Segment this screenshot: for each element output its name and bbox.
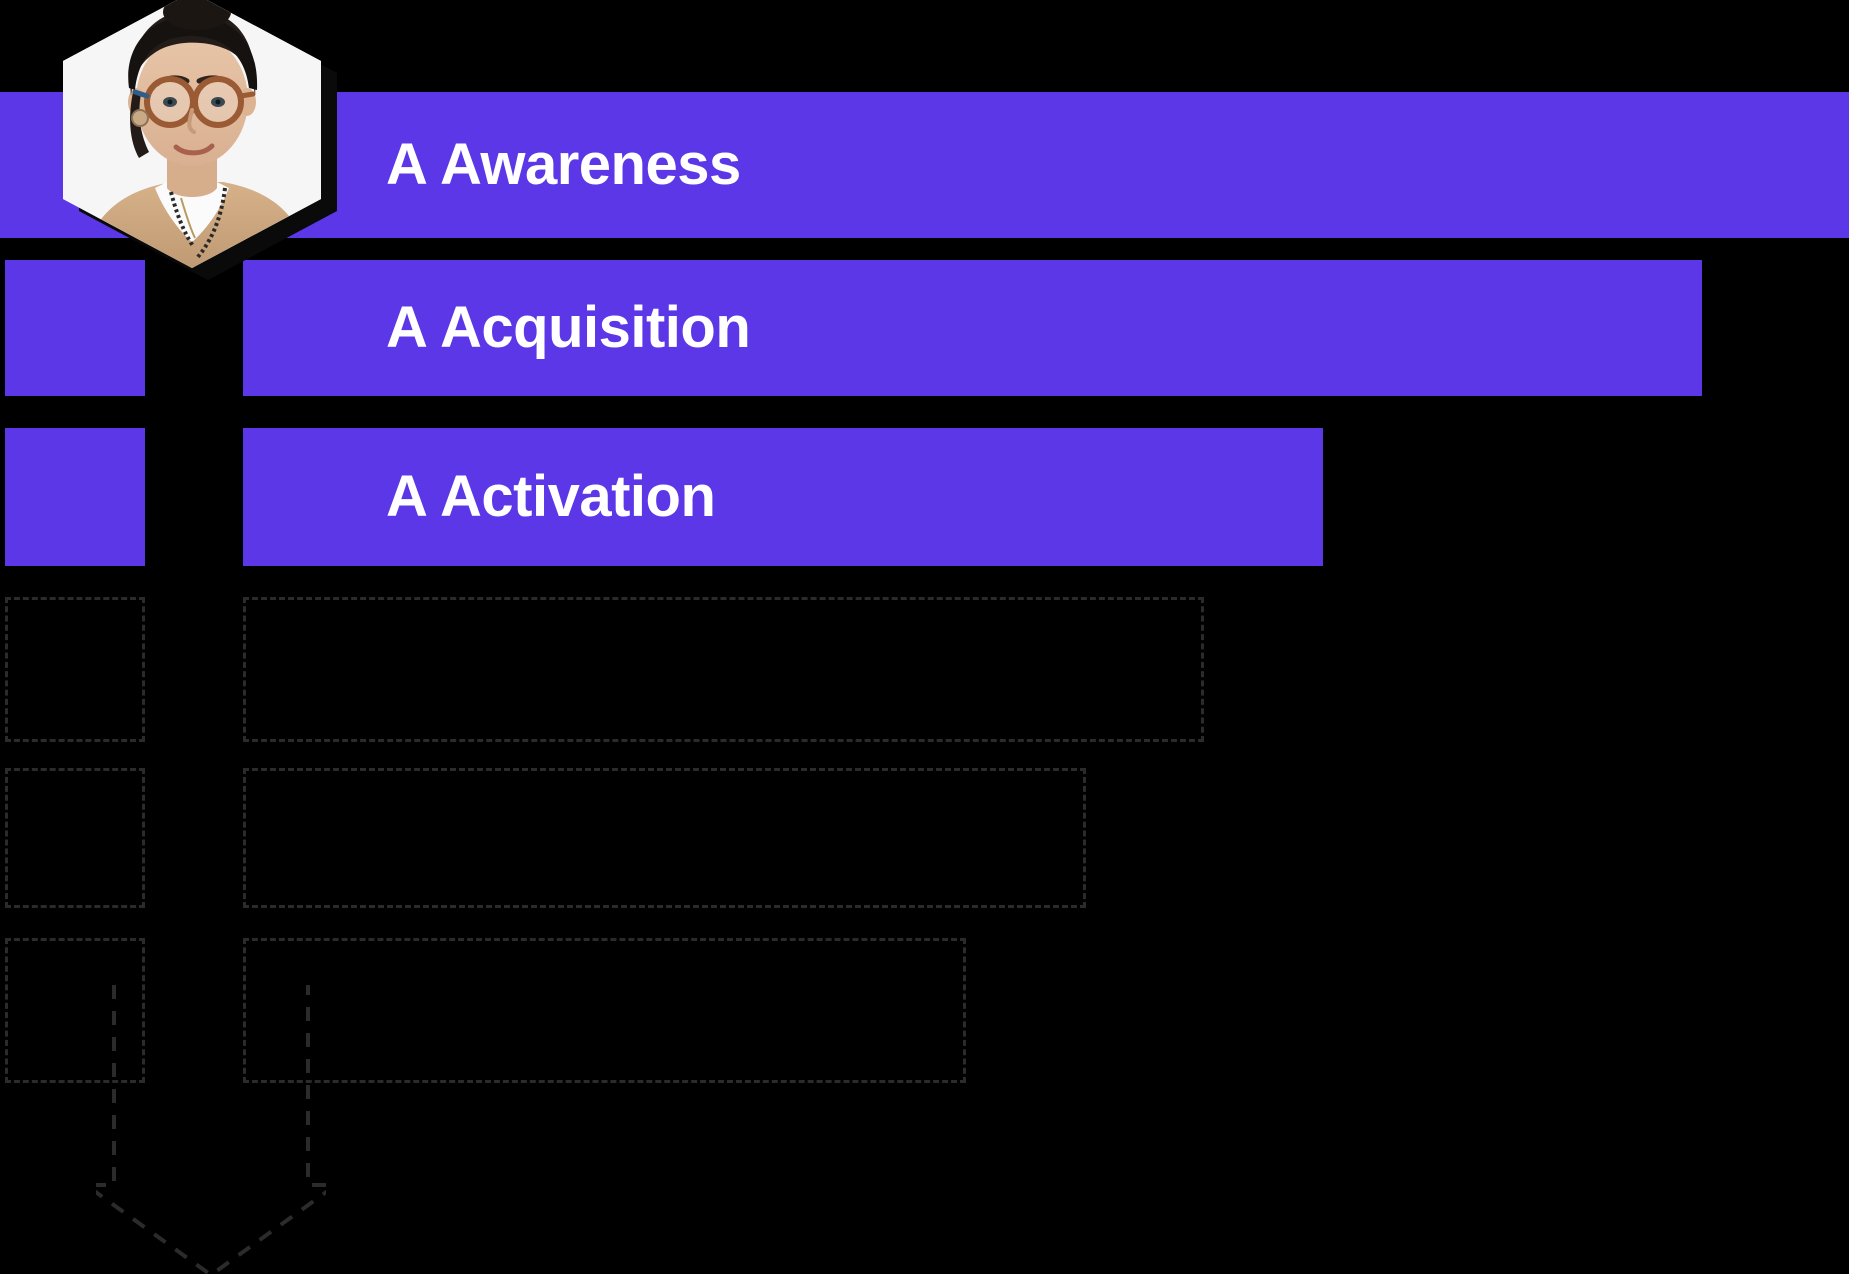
stage-letter-activation: A [386, 464, 428, 529]
stage-marker-chip-2 [5, 260, 145, 396]
funnel-stage-placeholder-6[interactable] [243, 938, 966, 1083]
stage-label-awareness: Awareness [440, 132, 741, 197]
stage-marker-chip-5-placeholder [5, 768, 145, 908]
stage-marker-chip-4-placeholder [5, 597, 145, 742]
stage-letter-awareness: A [386, 132, 428, 197]
stage-label-acquisition: Acquisition [440, 295, 751, 360]
stage-letter-acquisition: A [386, 295, 428, 360]
funnel-stage-placeholder-5[interactable] [243, 768, 1086, 908]
avatar-portrait-photo [63, 0, 321, 268]
avatar [63, 0, 337, 280]
stage-label-activation: Activation [440, 464, 716, 529]
funnel-stage-placeholder-4[interactable] [243, 597, 1204, 742]
stage-marker-chip-6-placeholder [5, 938, 145, 1083]
funnel-stage-acquisition[interactable]: A Acquisition [243, 260, 1702, 396]
funnel-stage-activation[interactable]: A Activation [243, 428, 1323, 566]
stage-marker-chip-3 [5, 428, 145, 566]
